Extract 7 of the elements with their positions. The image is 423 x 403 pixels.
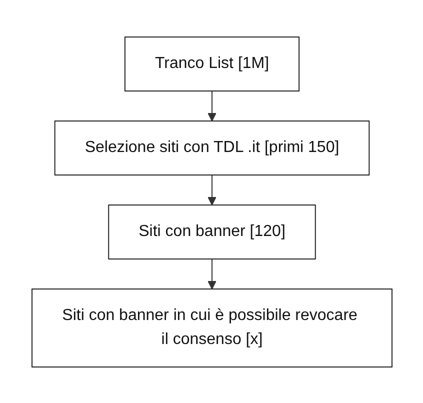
arrow bbox=[207, 90, 216, 121]
arrow bbox=[207, 258, 216, 289]
node-box: Tranco List [1M] bbox=[124, 36, 300, 91]
node-box: Selezione siti con TDL .it [primi 150] bbox=[54, 120, 370, 175]
node-box: Siti con banner in cui è possibile revocare il consenso [x] bbox=[31, 288, 392, 367]
arrow bbox=[207, 174, 216, 205]
node-box: Siti con banner [120] bbox=[108, 204, 316, 259]
